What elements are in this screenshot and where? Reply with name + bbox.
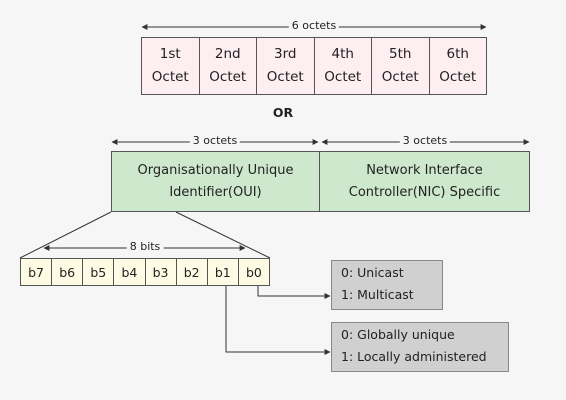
bit-cell: b5 (83, 259, 115, 285)
b1-connector (225, 286, 331, 355)
six-octets-label: 6 octets (288, 19, 340, 32)
bits-row: b7 b6 b5 b4 b3 b2 b1 b0 (20, 258, 270, 286)
oui-cell: Organisationally Unique Identifier(OUI) (112, 152, 320, 211)
unicast-line: 0: Unicast (341, 265, 404, 280)
octet-word: Octet (324, 69, 362, 85)
nic-cell: Network Interface Controller(NIC) Specif… (320, 152, 529, 211)
bit-cell: b7 (21, 259, 53, 285)
bit-cell: b0 (245, 264, 262, 280)
oui-nic-row: Organisationally Unique Identifier(OUI) … (111, 151, 530, 212)
octet-word: Octet (209, 69, 247, 85)
globally-unique-line: 0: Globally unique (341, 327, 455, 342)
bits-dimension-label: 8 bits (126, 240, 164, 253)
octet-number: 6th (446, 46, 469, 62)
octet-word: Octet (266, 69, 304, 85)
nic-line1: Network Interface (366, 162, 483, 178)
octet-word: Octet (151, 69, 189, 85)
multicast-line: 1: Multicast (341, 287, 414, 302)
octet-number: 5th (389, 46, 412, 62)
oui-line1: Organisationally Unique (137, 162, 294, 178)
octet-number: 3rd (274, 46, 297, 62)
octet-number: 4th (331, 46, 354, 62)
nic-dimension-label: 3 octets (399, 134, 451, 147)
bit-cell: b6 (52, 259, 84, 285)
nic-line2: Controller(NIC) Specific (348, 184, 501, 200)
octet-word: Octet (381, 69, 419, 85)
bit-cell: b1 (208, 259, 239, 285)
b0-connector (257, 286, 331, 299)
bit-cell: b2 (177, 259, 208, 285)
zoom-line-right (175, 211, 271, 259)
or-label: OR (272, 105, 294, 120)
oui-line2: Identifier(OUI) (169, 184, 262, 200)
octet-number: 1st (159, 46, 181, 62)
zoom-line-left (19, 211, 112, 259)
octet-number: 2nd (214, 46, 241, 62)
oui-dimension-label: 3 octets (189, 134, 241, 147)
octet-word: Octet (439, 69, 477, 85)
locally-administered-line: 1: Locally administered (341, 349, 487, 364)
bit-cell: b3 (146, 259, 177, 285)
bit-cell: b4 (114, 259, 146, 285)
unicast-multicast-box: 0: Unicast 1: Multicast (331, 260, 443, 310)
global-local-box: 0: Globally unique 1: Locally administer… (331, 322, 509, 372)
